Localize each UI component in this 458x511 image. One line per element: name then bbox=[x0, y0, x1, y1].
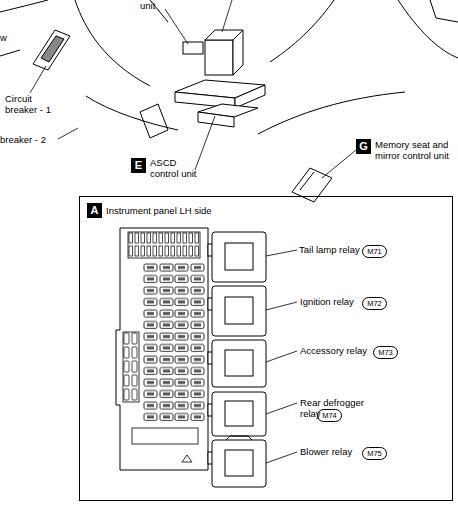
fuse-block-base bbox=[132, 428, 198, 444]
oval-outline bbox=[374, 347, 398, 359]
oval-outline bbox=[363, 246, 387, 258]
relay bbox=[212, 392, 266, 436]
connector-number: M73 bbox=[373, 346, 398, 359]
dash-line bbox=[258, 92, 405, 134]
dash-line bbox=[430, 0, 458, 22]
ascd-unit bbox=[198, 112, 234, 127]
oval-outline bbox=[318, 410, 342, 422]
relay bbox=[212, 286, 266, 336]
callout-letter: A bbox=[87, 203, 102, 218]
fuse-grid bbox=[143, 262, 205, 423]
relay-name: Blower relay bbox=[300, 446, 380, 457]
connector-number: M74 bbox=[317, 409, 342, 422]
relay-cover bbox=[225, 243, 253, 270]
oval-outline bbox=[363, 448, 387, 460]
connector-code: M75 bbox=[367, 450, 382, 458]
part-name: breaker - 2 bbox=[0, 134, 70, 145]
leader-line bbox=[266, 351, 297, 362]
relay-notch bbox=[226, 436, 252, 440]
callout-letter-text: E bbox=[135, 160, 142, 171]
unit-box bbox=[205, 40, 233, 75]
leader-line bbox=[58, 128, 78, 139]
unit-box bbox=[233, 30, 243, 75]
leader-lines bbox=[30, 0, 356, 178]
relay-name: Tail lamp relay bbox=[299, 244, 379, 255]
part-name: Circuit breaker - 1 bbox=[5, 93, 65, 115]
unit-box bbox=[183, 42, 203, 54]
fuse-block bbox=[116, 228, 208, 470]
relay-cover bbox=[225, 350, 253, 376]
callout-letter-text: A bbox=[91, 205, 99, 216]
leader-line bbox=[266, 302, 297, 310]
dash-line bbox=[398, 0, 458, 58]
dash-line bbox=[0, 50, 20, 56]
relay-cover bbox=[225, 450, 253, 476]
leader-line bbox=[266, 403, 297, 414]
lever bbox=[140, 104, 168, 138]
circuit-breaker-bezel bbox=[33, 30, 70, 70]
panel-heading: Instrument panel LH side bbox=[106, 205, 406, 216]
leader-line bbox=[266, 250, 297, 256]
leader-line bbox=[165, 9, 188, 44]
leader-line bbox=[195, 116, 215, 170]
dash-line bbox=[0, 0, 48, 12]
relay bbox=[212, 440, 266, 487]
relay bbox=[212, 232, 266, 282]
connector-code: M73 bbox=[378, 349, 393, 357]
leader-line bbox=[322, 150, 356, 178]
relays bbox=[208, 232, 266, 487]
spare-fuses bbox=[123, 332, 139, 402]
view-panel: Instrument panel LH side A M71M72M73M74M75 bbox=[79, 196, 453, 501]
callout-letter-text: G bbox=[359, 141, 368, 152]
connector-code: M72 bbox=[367, 300, 382, 308]
dash-line bbox=[75, 0, 150, 86]
connector-number: M75 bbox=[362, 447, 387, 460]
memory-seat-unit bbox=[300, 172, 314, 190]
leader-line bbox=[266, 452, 297, 463]
relay bbox=[212, 340, 266, 387]
connector-code: M71 bbox=[367, 248, 382, 256]
relay-cover bbox=[225, 297, 253, 324]
connector-code: M74 bbox=[322, 412, 337, 420]
relay-cover bbox=[225, 401, 253, 426]
connector-number: M72 bbox=[362, 297, 387, 310]
part-name: w bbox=[0, 32, 12, 43]
oval-outline bbox=[363, 298, 387, 310]
leader-line bbox=[30, 66, 46, 93]
callout-letter: G bbox=[356, 139, 371, 154]
callout-letter: E bbox=[131, 158, 146, 173]
ascd-unit bbox=[235, 85, 265, 108]
fuse-puller bbox=[182, 455, 192, 462]
connector-number: M71 bbox=[362, 245, 387, 258]
dash-line bbox=[86, 96, 178, 130]
relay-leader-lines bbox=[266, 250, 297, 463]
part-name: Memory seat and mirror control unit bbox=[375, 139, 457, 161]
dash-line bbox=[270, 0, 334, 62]
part-name: unit bbox=[140, 0, 180, 11]
part-name: ASCD control unit bbox=[150, 157, 206, 179]
fuse-block-outline bbox=[116, 228, 208, 470]
fuse-connector bbox=[128, 232, 200, 258]
relay-name: Ignition relay bbox=[300, 296, 380, 307]
relay-name: Rear defrogger relay bbox=[300, 397, 370, 419]
leader-line bbox=[222, 0, 232, 32]
vehicle-interior bbox=[0, 0, 458, 202]
circuit-breaker bbox=[41, 36, 64, 62]
relay-name: Accessory relay bbox=[300, 345, 380, 356]
